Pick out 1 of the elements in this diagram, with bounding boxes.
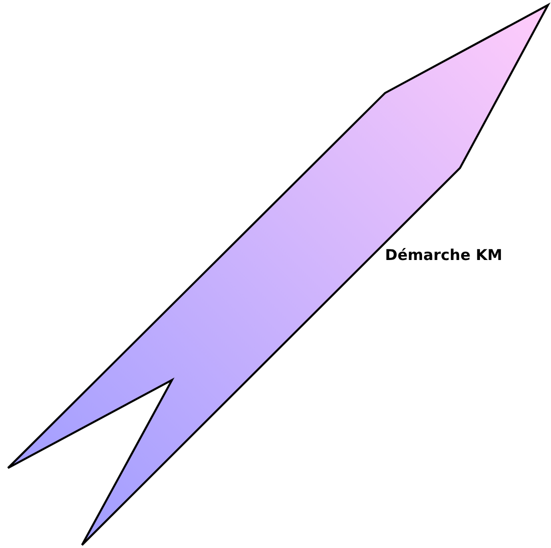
arrow-caption: Démarche KM xyxy=(385,246,502,264)
